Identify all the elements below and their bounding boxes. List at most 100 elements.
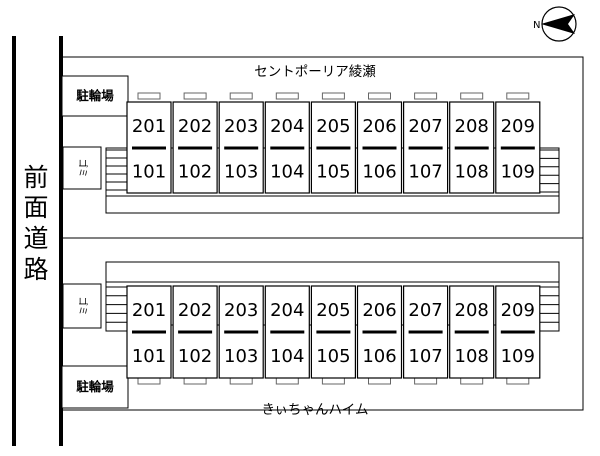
unit-divider [224,330,259,334]
building-name-south: きぃちゃんハイム [262,402,369,418]
room-number-upper: 203 [224,116,258,137]
garbage-label-north: ゴミ [77,158,89,177]
lot-outline-south [61,237,584,411]
room-number-upper: 209 [501,300,535,321]
road-label-char: 路 [23,255,48,284]
balcony [321,92,345,100]
room-number-upper: 206 [362,116,396,137]
unit-divider [178,146,213,150]
stair-block [105,149,128,191]
balcony [229,92,253,100]
room-number-upper: 202 [178,116,212,137]
balcony [321,377,345,385]
room-number-upper: 202 [178,300,212,321]
compass-icon: N [533,6,577,42]
room-number-lower: 108 [455,162,489,183]
room-number-upper: 208 [455,116,489,137]
unit-divider [270,146,305,150]
balcony [460,92,484,100]
room-number-lower: 105 [316,346,350,367]
room-number-lower: 107 [408,162,442,183]
road-label-char: 面 [23,193,48,222]
unit-divider [316,146,351,150]
bike-parking-label-north: 駐輪場 [76,88,114,103]
balcony [137,92,161,100]
room-number-lower: 107 [408,346,442,367]
balcony [414,92,438,100]
unit-divider [454,146,489,150]
room-number-upper: 207 [408,300,442,321]
bike-parking-south [61,365,129,409]
garbage-label-south: ゴミ [77,296,89,315]
balconies-south [137,377,530,385]
bike-parking-north [61,75,129,117]
unit-divider [454,330,489,334]
room-number-upper: 204 [270,300,304,321]
room-number-lower: 101 [132,346,166,367]
unit-divider [362,146,397,150]
balcony [506,377,530,385]
room-number-upper: 201 [132,300,166,321]
stairs-south-right [537,286,560,332]
room-number-lower: 108 [455,346,489,367]
balcony [414,377,438,385]
unit-divider [500,330,535,334]
stair-block [105,286,128,332]
stair-block [537,286,560,332]
balcony [229,377,253,385]
room-number-upper: 205 [316,300,350,321]
balcony [275,377,299,385]
balconies-north [137,92,530,100]
balcony [368,92,391,100]
units-south: 201 101 202 102 203 103 204 104 205 105 206 106 207 1… [126,285,541,379]
room-number-upper: 205 [316,116,350,137]
balcony [183,92,207,100]
road-label-char: 前 [23,163,48,192]
unit-divider [178,330,213,334]
room-number-upper: 204 [270,116,304,137]
unit-divider [132,330,166,334]
road-label-char: 道 [23,224,48,253]
room-number-lower: 105 [316,162,350,183]
garbage-area-north [62,146,102,190]
room-number-lower: 106 [362,162,396,183]
unit-divider [224,146,259,150]
compass-north-label: N [533,20,540,31]
balcony [368,377,391,385]
room-number-lower: 102 [178,162,212,183]
stairs-north-left [105,149,128,191]
building-name-north: セントポーリア綾瀬 [254,64,376,80]
room-number-lower: 103 [224,162,258,183]
unit-divider [132,146,166,150]
unit-divider [316,330,351,334]
room-number-lower: 106 [362,346,396,367]
room-number-lower: 104 [270,162,304,183]
unit-divider [270,330,305,334]
balcony [506,92,530,100]
room-number-upper: 206 [362,300,396,321]
balcony [460,377,484,385]
balcony [275,92,299,100]
stairs-south-left [105,286,128,332]
unit-divider [408,330,443,334]
balcony [183,377,207,385]
room-number-upper: 201 [132,116,166,137]
stairs-north-right [537,149,560,193]
room-number-lower: 101 [132,162,166,183]
room-number-lower: 104 [270,346,304,367]
units-north: 2011012021022031032041042051052061062071… [126,101,541,194]
unit-divider [500,146,535,150]
room-number-lower: 102 [178,346,212,367]
unit-divider [362,330,397,334]
room-number-lower: 103 [224,346,258,367]
room-number-lower: 109 [501,346,535,367]
room-number-lower: 109 [501,162,535,183]
room-number-upper: 203 [224,300,258,321]
stair-block [537,149,560,193]
garbage-area-south [62,283,102,329]
unit-divider [408,146,443,150]
balcony [137,377,161,385]
bike-parking-label-south: 駐輪場 [76,379,114,394]
